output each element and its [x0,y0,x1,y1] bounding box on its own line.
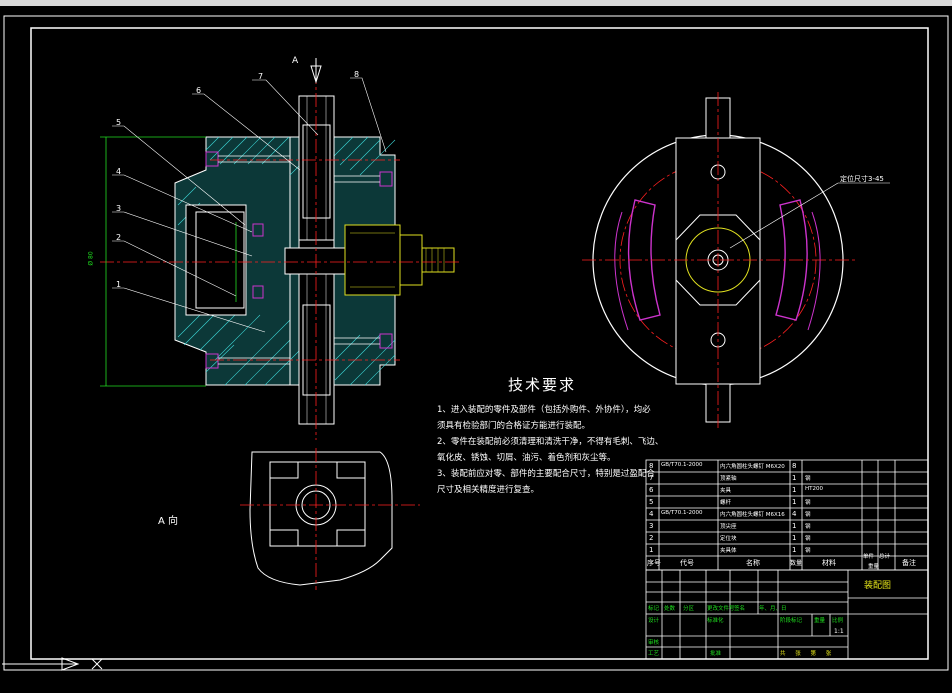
tb-sheets: 共 张 第 张 [780,651,836,657]
callout-2: 2 [116,233,122,242]
tb-label: 标记 [648,606,660,612]
bom-header-seq: 序号 [647,559,661,567]
tb-label: 分区 [683,606,695,612]
ucs-icon [2,657,103,671]
bom-material: 钢 [805,476,811,482]
callout-1: 1 [116,280,122,289]
tb-scale: 1:1 [834,628,844,635]
bom-material: HT200 [805,486,823,492]
tb-check: 审核 [648,640,660,646]
bom-material: 钢 [805,536,811,542]
drawing-name: 装配图 [864,581,892,591]
bom-name: 定位块 [720,536,737,542]
bom-header-code: 代号 [680,559,694,567]
tech-requirements-title: 技术要求 [508,376,577,394]
tb-label: 年、月、日 [759,606,787,612]
tech-line: 3、装配前应对零、部件的主要配合尺寸，特别是过盈配合 [437,469,655,479]
tb-weight: 重量 [814,618,826,624]
bom-name: 顶尖座 [720,524,737,530]
bom-seq: 2 [649,534,654,542]
bom-seq: 6 [649,486,654,494]
bom-material: 钢 [805,500,811,506]
callout-6: 6 [196,86,202,95]
tb-ratio: 比例 [832,618,844,624]
bom-header-unit: 单件 [863,554,875,560]
bom-header-remark: 备注 [902,559,916,567]
bom-name: 螺杆 [720,500,732,506]
view-label: A 向 [158,516,179,527]
tech-line: 2、零件在装配前必须清理和清洗干净，不得有毛刺、飞边、 [437,437,664,447]
bom-material: 钢 [805,524,811,530]
callout-7: 7 [258,72,264,81]
tb-process: 工艺 [648,651,660,657]
bom-qty: 1 [792,546,797,554]
bom-code: GB/T70.1-2000 [661,462,703,468]
bom-seq: 4 [649,510,654,518]
tb-label: 更改文件号 [707,606,735,612]
bom-header-weight: 重量 [868,564,880,570]
tb-standard: 标准化 [707,618,724,624]
bom-seq: 1 [649,546,654,554]
window-strip [0,0,952,6]
section-mark: A [292,56,299,66]
bom-name: 内六角圆柱头螺钉 M6X16 [720,512,785,518]
bom-qty: 4 [792,510,797,518]
bom-code: GB/T70.1-2000 [661,510,703,516]
bom-name: 夹具 [720,488,732,494]
title-block [645,569,929,660]
bom-header-name: 名称 [746,559,760,567]
outer-frame [3,15,949,671]
tb-stage: 阶段标记 [780,618,803,624]
dimension-note: 定位尺寸3-45 [840,175,884,183]
dimension-left: Ø 80 [87,251,95,266]
bom-material: 钢 [805,512,811,518]
bom-seq: 3 [649,522,654,530]
side-view [582,92,890,428]
tech-line: 尺寸及相关精度进行复查。 [437,485,540,495]
bom-name: 夹具体 [720,548,737,554]
tb-label: 处数 [664,606,676,612]
bom-header-material: 材料 [822,559,836,567]
tech-line: 氧化皮、锈蚀、切屑、油污、着色剂和灰尘等。 [437,453,616,463]
bom-material: 钢 [805,548,811,554]
callout-8: 8 [354,70,360,79]
inner-frame [30,27,929,660]
bom-header-total: 总计 [879,554,891,560]
bom-qty: 1 [792,474,797,482]
bom-qty: 1 [792,498,797,506]
bom-seq: 5 [649,498,654,506]
callout-3: 3 [116,204,122,213]
tb-approve: 批准 [710,651,722,657]
bom-qty: 8 [792,462,797,470]
bom-qty: 1 [792,534,797,542]
bom-name: 顶紧轴 [720,476,737,482]
tech-line: 1、进入装配的零件及部件（包括外购件、外协件），均必 [437,405,651,415]
bom-header-qty: 数量 [790,560,803,567]
tech-line: 须具有检验部门的合格证方能进行装配。 [437,421,591,431]
bom-qty: 1 [792,486,797,494]
bom-qty: 1 [792,522,797,530]
a-direction-view [240,448,420,590]
front-section-view [100,58,460,440]
bom-table [645,459,929,571]
bom-seq: 8 [649,462,654,470]
tb-label: 签名 [734,606,746,612]
callout-5: 5 [116,118,122,127]
bom-seq: 7 [649,474,654,482]
bom-name: 内六角圆柱头螺钉 M6X20 [720,464,785,470]
callout-4: 4 [116,167,122,176]
tb-design: 设计 [648,618,660,624]
